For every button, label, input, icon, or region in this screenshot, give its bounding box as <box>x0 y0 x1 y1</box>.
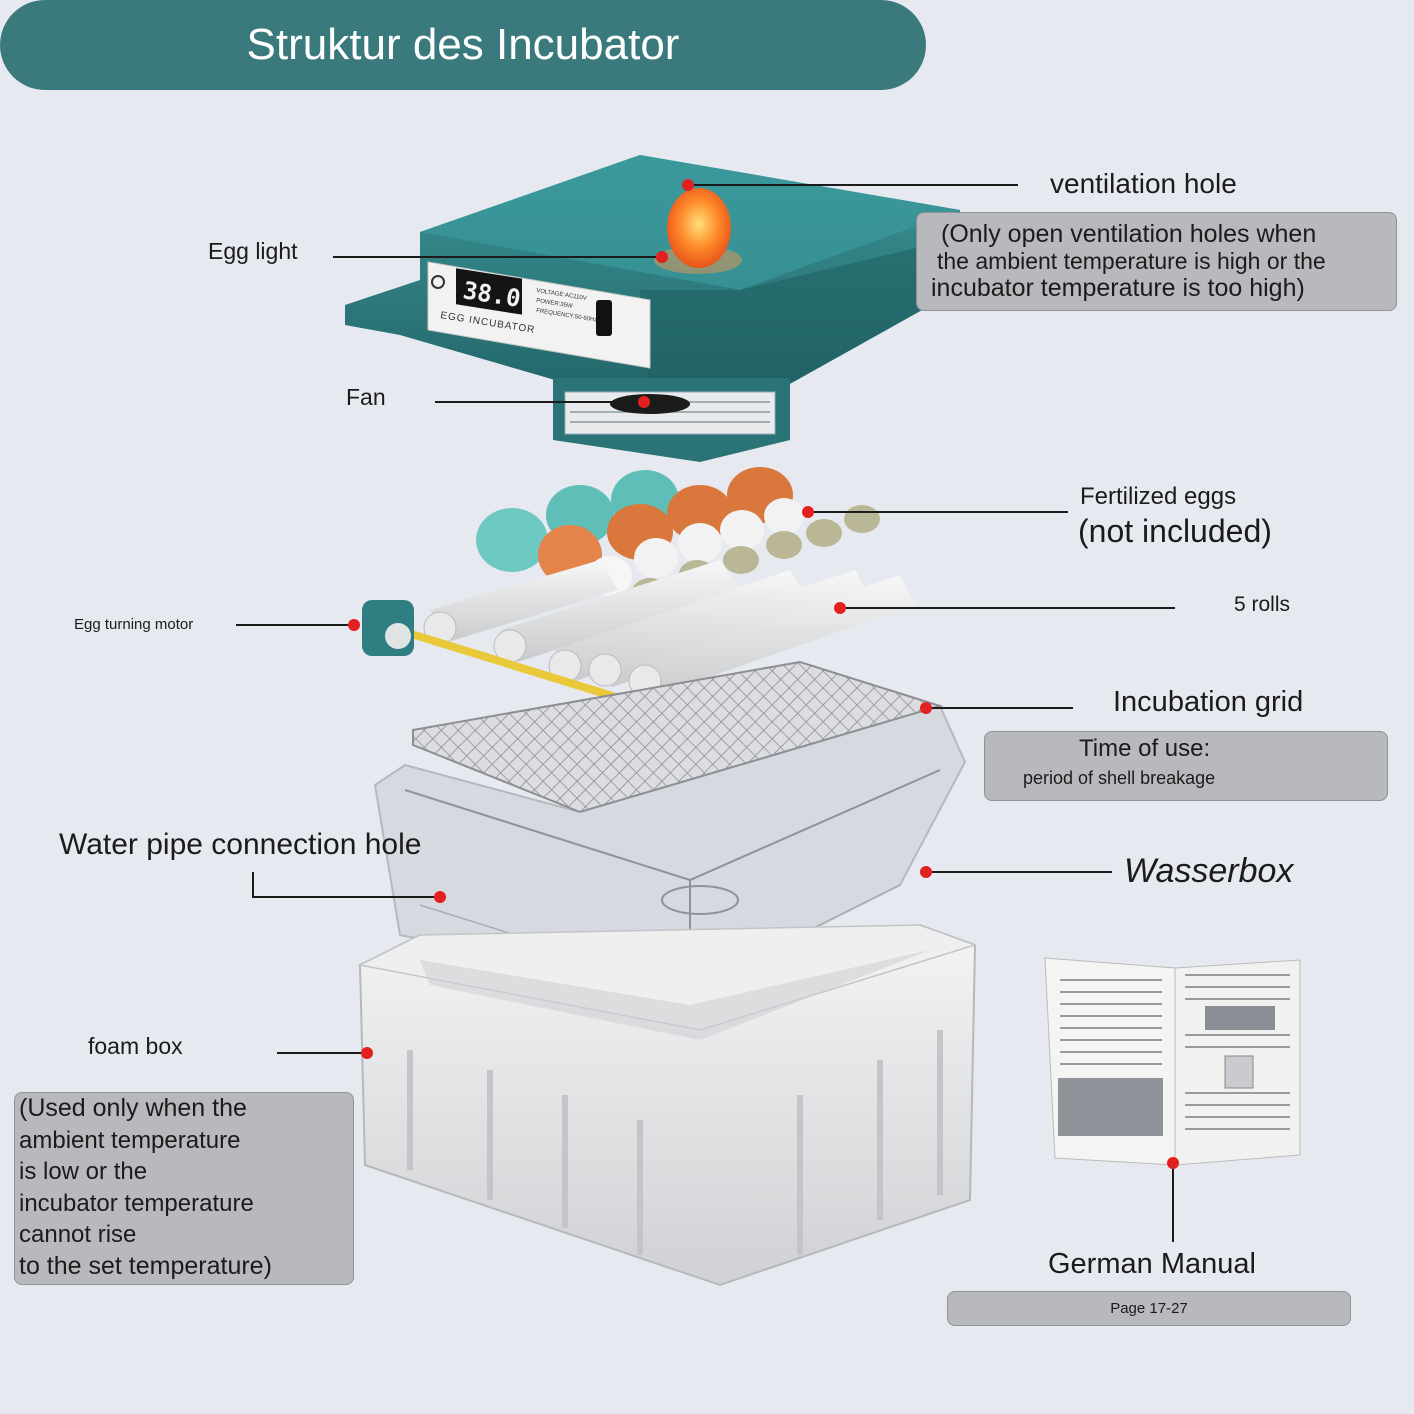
marker-dot <box>434 891 446 903</box>
label-egg-light: Egg light <box>208 238 298 264</box>
german-manual-booklet <box>1044 957 1301 1166</box>
label-fertilized-eggs: Fertilized eggs <box>1080 483 1237 510</box>
time-of-use-title: Time of use: <box>1079 735 1211 762</box>
marker-dot <box>682 179 694 191</box>
rolls-group <box>362 560 915 724</box>
incubator-lid: 38.0 EGG INCUBATOR VOLTAGE:AC110V POWER:… <box>345 155 960 462</box>
label-wasserbox: Wasserbox <box>1124 852 1294 890</box>
marker-dot <box>638 396 650 408</box>
marker-dot <box>348 619 360 631</box>
label-not-included: (not included) <box>1078 513 1272 549</box>
power-icon <box>431 275 445 289</box>
label-egg-turning-motor: Egg turning motor <box>74 616 194 633</box>
marker-dot <box>802 506 814 518</box>
ventilation-note-line: incubator temperature is too high) <box>931 274 1305 302</box>
time-of-use-note: Time of use: period of shell breakage <box>984 731 1388 801</box>
ventilation-note-line: the ambient temperature is high or the <box>937 248 1326 274</box>
ventilation-note-line: (Only open ventilation holes when <box>941 220 1317 248</box>
foam-note-line: incubator temperature <box>19 1189 254 1217</box>
foam-note-line: ambient temperature <box>19 1126 241 1154</box>
foam-note-line: is low or the <box>19 1158 148 1185</box>
ventilation-note: (Only open ventilation holes when the am… <box>916 212 1397 311</box>
label-water-pipe-hole: Water pipe connection hole <box>59 828 422 861</box>
foam-note-line: to the set temperature) <box>19 1251 272 1280</box>
leader-lines <box>236 184 1175 1242</box>
label-german-manual: German Manual <box>1048 1248 1256 1280</box>
foam-note-line: cannot rise <box>19 1221 137 1248</box>
spec-line: POWER:35W <box>536 298 573 310</box>
label-fan: Fan <box>346 384 386 410</box>
marker-dot <box>361 1047 373 1059</box>
marker-dot <box>834 602 846 614</box>
time-of-use-text: period of shell breakage <box>1023 768 1216 788</box>
fan-icon <box>610 394 690 414</box>
marker-dot <box>920 702 932 714</box>
page-range: Page 17-27 <box>1110 1300 1188 1317</box>
red-markers <box>348 179 1179 1169</box>
egg-light-icon <box>667 188 731 268</box>
power-socket <box>596 300 612 336</box>
marker-dot <box>920 866 932 878</box>
temperature-display <box>456 268 522 315</box>
marker-dot <box>656 251 668 263</box>
marker-dot <box>1167 1157 1179 1169</box>
eggs-group <box>476 467 880 606</box>
title-banner: Struktur des Incubator <box>0 0 926 90</box>
foam-box <box>357 923 978 1287</box>
foam-note-line: (Used only when the <box>19 1094 247 1122</box>
label-ventilation-hole: ventilation hole <box>1050 168 1237 199</box>
label-foam-box: foam box <box>88 1033 183 1059</box>
page-range-note: Page 17-27 <box>947 1291 1351 1326</box>
page-title: Struktur des Incubator <box>246 20 680 69</box>
foam-note: (Used only when the ambient temperature … <box>14 1092 354 1285</box>
label-rolls: 5 rolls <box>1234 593 1291 616</box>
label-incubation-grid: Incubation grid <box>1113 686 1304 718</box>
